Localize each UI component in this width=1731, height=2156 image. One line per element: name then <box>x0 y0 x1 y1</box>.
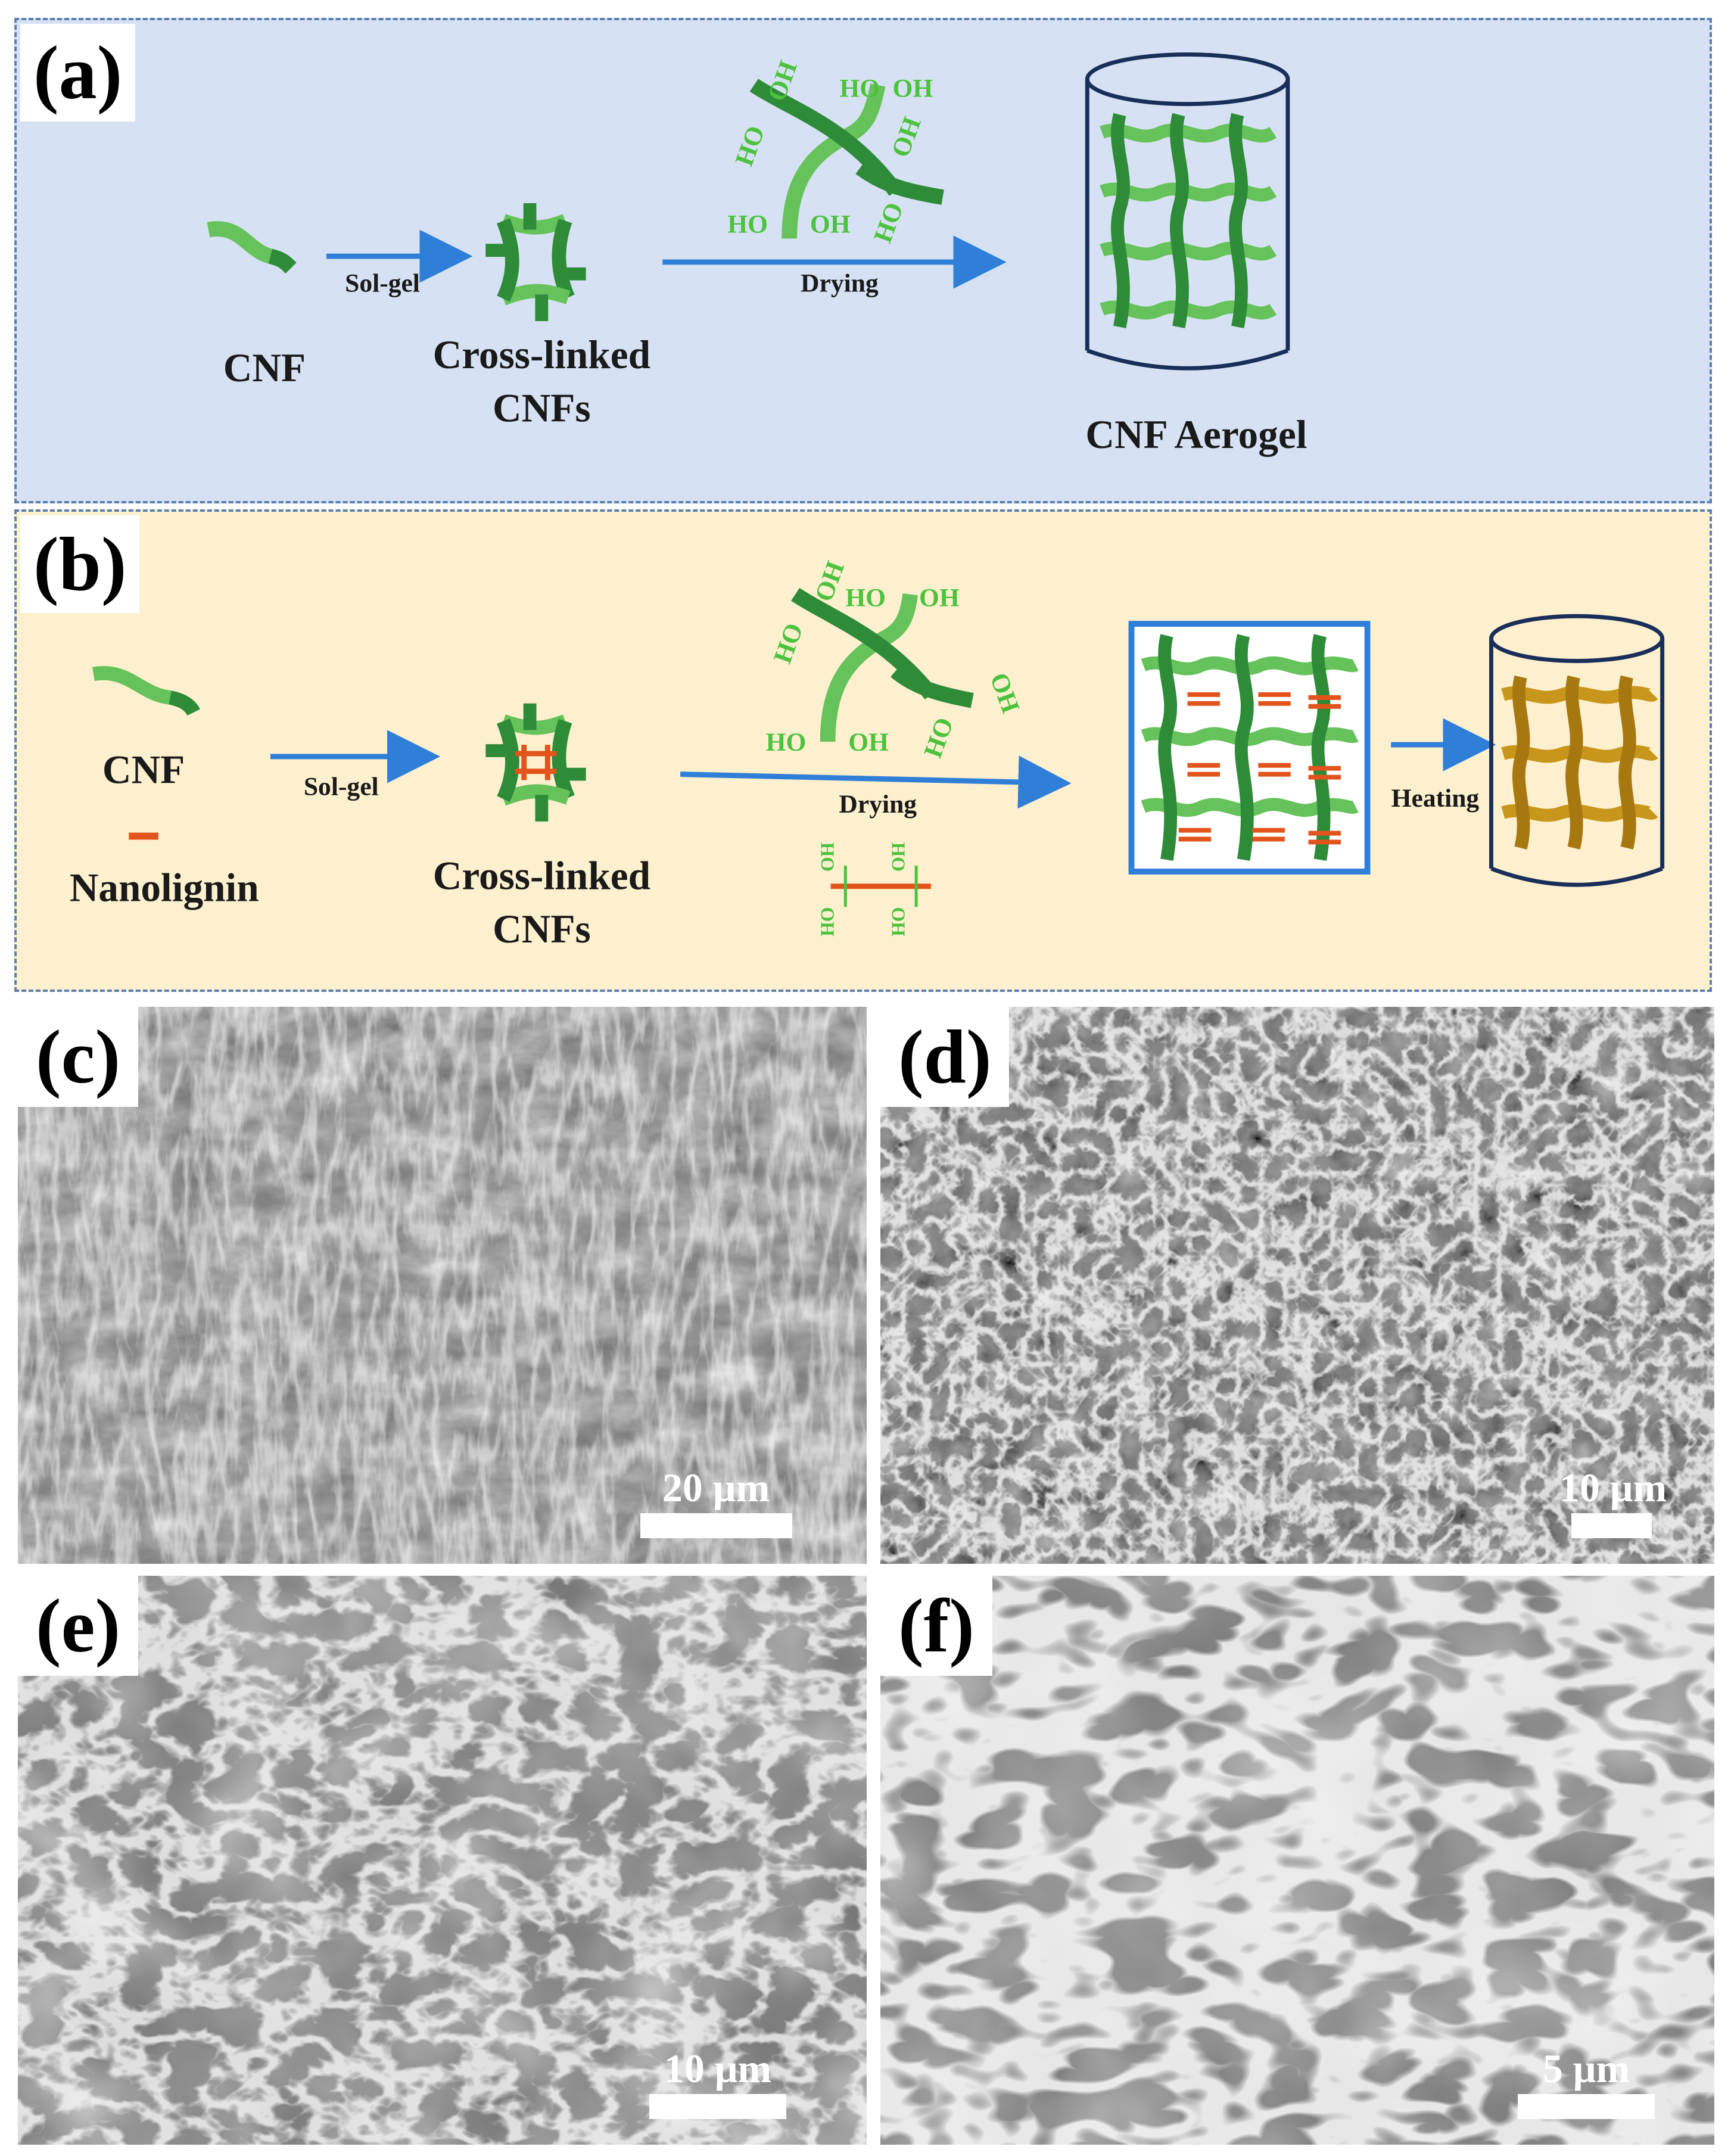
svg-text:OH: OH <box>893 74 933 103</box>
nanolignin-hydroxyl-icon: OH HO OH HO <box>817 842 931 937</box>
drying-label-b: Drying <box>839 790 917 819</box>
cnf-label: CNF <box>223 346 306 390</box>
panel-d-tag: (d) <box>880 1007 1010 1107</box>
panel-e-tag: (e) <box>18 1576 139 1676</box>
sem-texture-e: 10 μm <box>18 1576 867 2145</box>
sem-texture-d: 10 μm <box>880 1007 1714 1564</box>
panel-b-diagram: CNF Nanolignin Sol-gel Cross-linked CNFs… <box>70 558 1665 951</box>
solgel-label: Sol-gel <box>345 269 420 297</box>
scale-bar-icon <box>1518 2094 1655 2119</box>
svg-text:HO: HO <box>845 583 886 612</box>
svg-text:OH: OH <box>848 728 889 757</box>
crosslinked-label-1: Cross-linked <box>433 332 650 377</box>
svg-text:OH: OH <box>919 583 960 612</box>
svg-text:OH: OH <box>984 669 1025 717</box>
panel-b-scheme: CNF Nanolignin Sol-gel Cross-linked CNFs… <box>14 509 1712 992</box>
scale-bar-icon <box>640 1513 792 1538</box>
panel-a-scheme: CNF Sol-gel Cross-linked CNFs Drying HO … <box>14 18 1712 503</box>
scale-bar-icon <box>1571 1513 1652 1538</box>
svg-text:OH: OH <box>888 842 908 872</box>
scale-bar-icon <box>649 2094 786 2119</box>
hydroxyl-fiber-icon: HO OH OH HO HO OH OH HO <box>766 558 1025 762</box>
aerogel-cylinder-icon <box>1085 52 1290 371</box>
sem-image-d: 10 μm (d) <box>880 1007 1714 1564</box>
solgel-label-b: Sol-gel <box>304 772 379 801</box>
crosslinked-label-b2: CNFs <box>493 907 591 951</box>
sem-texture-c: 20 μm <box>18 1007 867 1564</box>
svg-text:HO: HO <box>839 74 880 103</box>
svg-text:HO: HO <box>817 907 838 937</box>
svg-text:HO: HO <box>919 714 959 761</box>
aerogel-label: CNF Aerogel <box>1085 412 1307 457</box>
panel-b-tag: (b) <box>20 515 140 613</box>
nanolignin-label: Nanolignin <box>70 865 259 910</box>
svg-text:OH: OH <box>810 210 851 238</box>
svg-text:HO: HO <box>766 728 807 757</box>
scale-label-f: 5 μm <box>1543 2046 1630 2091</box>
svg-text:OH: OH <box>886 113 927 161</box>
scale-label-d: 10 μm <box>1559 1465 1667 1510</box>
panel-f-tag: (f) <box>880 1576 992 1676</box>
svg-text:OH: OH <box>810 558 850 605</box>
svg-text:HO: HO <box>727 210 768 238</box>
sem-image-e: 10 μm (e) <box>18 1576 867 2145</box>
hydroxyl-fiber-icon: HO OH OH HO HO OH OH HO <box>727 57 944 247</box>
drying-label: Drying <box>801 269 879 297</box>
panel-c-tag: (c) <box>18 1007 139 1107</box>
cnf-label-b: CNF <box>102 747 185 792</box>
svg-text:HO: HO <box>730 122 770 170</box>
crosslinked-node-icon <box>485 703 586 822</box>
sem-image-f: 5 μm (f) <box>880 1576 1714 2145</box>
arrow-icon <box>680 755 1072 809</box>
svg-text:HO: HO <box>888 907 908 937</box>
scale-label-c: 20 μm <box>662 1465 770 1510</box>
sem-image-c: 20 μm (c) <box>18 1007 867 1564</box>
panel-a-tag: (a) <box>20 24 136 122</box>
crosslinked-label-b1: Cross-linked <box>433 854 650 898</box>
sem-texture-f: 5 μm <box>880 1576 1714 2145</box>
heated-aerogel-cylinder-icon <box>1489 614 1665 887</box>
crosslinked-label-2: CNFs <box>493 385 591 430</box>
scale-label-e: 10 μm <box>664 2046 771 2091</box>
svg-text:OH: OH <box>762 57 803 105</box>
crosslinked-node-icon <box>485 203 586 321</box>
svg-text:OH: OH <box>817 842 838 872</box>
heating-label: Heating <box>1391 784 1480 813</box>
svg-text:HO: HO <box>768 620 809 667</box>
dried-network-icon <box>1128 621 1371 875</box>
panel-a-diagram: CNF Sol-gel Cross-linked CNFs Drying HO … <box>207 52 1307 457</box>
svg-text:HO: HO <box>868 199 909 247</box>
